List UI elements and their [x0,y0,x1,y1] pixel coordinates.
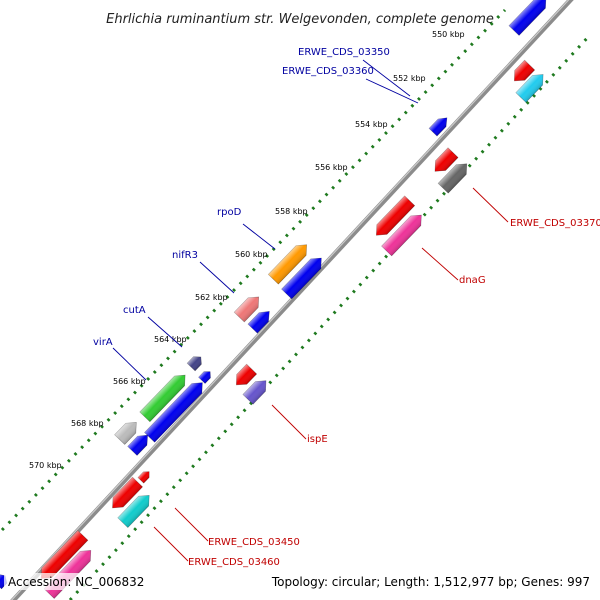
tick-label: 566 kbp [113,377,146,386]
gene-label[interactable]: nifR3 [172,250,198,261]
gene-feature-salmon-forward[interactable] [233,292,264,323]
label-leader-line [472,187,509,223]
gene-feature-cyan-forward[interactable] [515,70,548,103]
label-leader-line [199,261,235,294]
gene-feature-red-reverse[interactable] [107,476,143,513]
footer-summary: Topology: circular; Length: 1,512,977 bp… [271,575,590,589]
gene-label[interactable]: ERWE_CDS_03360 [282,66,374,77]
gene-feature-orange-forward[interactable] [267,240,311,285]
gene-feature-blue-forward[interactable] [428,114,451,137]
forward-strand-guide [0,8,507,532]
gene-feature-blue-forward[interactable] [198,369,214,384]
gene-feature-grey-forward[interactable] [437,159,472,194]
gene-feature-red-reverse[interactable] [231,363,258,390]
gene-label[interactable]: ERWE_CDS_03450 [208,537,300,548]
tick-label: 554 kbp [355,120,388,129]
gene-label[interactable]: cutA [123,305,146,316]
gene-feature-pink-forward[interactable] [381,210,427,257]
gene-label[interactable]: ERWE_CDS_03460 [188,557,280,568]
tick-label: 568 kbp [71,419,104,428]
genome-title: Ehrlichia ruminantium str. Welgevonden, … [106,12,494,27]
gene-label[interactable]: dnaG [459,275,486,286]
genome-backbone [10,0,574,600]
gene-feature-blue-forward[interactable] [127,431,153,456]
gene-feature-blue-forward[interactable] [508,0,551,36]
genome-backbone-highlight [10,0,570,600]
gene-label[interactable]: ispE [307,434,328,445]
tick-label: 570 kbp [29,461,62,470]
tick-label: 552 kbp [393,74,426,83]
gene-feature-red-reverse[interactable] [509,59,536,86]
gene-feature-green-forward[interactable] [139,370,190,423]
gene-label[interactable]: ERWE_CDS_03370 [510,218,600,229]
tick-label: 556 kbp [315,163,348,172]
label-leader-line [112,347,147,381]
label-leader-line [362,59,411,97]
gene-feature-purple-forward[interactable] [242,376,271,405]
tick-label: 550 kbp [432,30,465,39]
tick-label: 560 kbp [235,250,268,259]
gene-feature-blue-forward[interactable] [281,253,327,300]
gene-feature-red-reverse[interactable] [430,147,459,176]
tick-layer: 550 kbp 552 kbp 554 kbp 556 kbp 558 kbp 560 k… [29,30,465,470]
label-leader-line [271,404,307,440]
gene-label[interactable]: ERWE_CDS_03350 [298,47,390,58]
gene-feature-teal-forward[interactable] [117,490,154,528]
tick-label: 562 kbp [195,293,228,302]
gene-feature-blue-forward[interactable] [247,307,274,334]
label-leader-line [153,526,189,562]
label-leader-line [365,78,419,104]
label-leader-line [174,507,209,542]
tick-label: 564 kbp [154,335,187,344]
gene-feature-blue-forward[interactable] [144,378,208,443]
tick-label: 558 kbp [275,207,308,216]
gene-feature-lightgrey-forward[interactable] [114,418,142,445]
gene-feature-navy-forward[interactable] [186,353,205,372]
gene-label[interactable]: rpoD [217,207,242,218]
gene-label[interactable]: virA [93,337,113,348]
gene-feature-red-reverse[interactable] [371,195,416,240]
footer-accession: Accession: NC_006832 [8,575,144,589]
label-leader-line [421,247,459,281]
label-leader-line [242,223,276,250]
feature-layer [0,0,551,599]
label-leader-line [147,316,183,348]
gene-feature-red-forward[interactable] [137,469,152,484]
footer-accession-background [4,573,150,590]
